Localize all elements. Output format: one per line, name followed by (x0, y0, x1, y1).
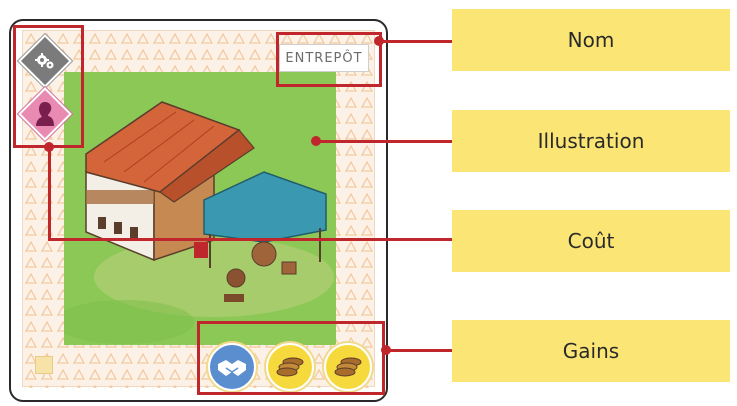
gain-coins-2 (324, 343, 372, 391)
gains-dot (381, 345, 391, 355)
cost-highlight-box (13, 25, 84, 148)
label-gains: Gains (452, 320, 730, 382)
label-illustration: Illustration (452, 110, 730, 172)
gains-connector (385, 349, 471, 352)
person-silhouette-icon (36, 102, 54, 126)
label-nom: Nom (452, 9, 730, 71)
cost-gears-badge (18, 34, 72, 88)
gains-highlight-box (197, 321, 385, 395)
card-illustration (64, 72, 336, 345)
cout-connector (48, 238, 471, 241)
gain-handshake (208, 343, 256, 391)
cout-dot (44, 142, 54, 152)
illustration-connector (315, 140, 471, 143)
handshake-icon (218, 360, 246, 376)
label-cout: Coût (452, 210, 730, 272)
coins-icon (276, 357, 304, 377)
nom-connector (379, 40, 471, 43)
card-stamp (35, 356, 53, 374)
illustration-dot (311, 136, 321, 146)
nom-dot (374, 36, 384, 46)
coins-icon (334, 357, 362, 377)
role-badge (18, 87, 72, 141)
gain-coins-1 (266, 343, 314, 391)
card-name: ENTREPÔT (279, 44, 369, 72)
cout-connector-vertical (48, 146, 51, 240)
name-highlight-box (276, 32, 382, 87)
gears-icon (35, 53, 54, 69)
warehouse-illustration (64, 72, 336, 345)
